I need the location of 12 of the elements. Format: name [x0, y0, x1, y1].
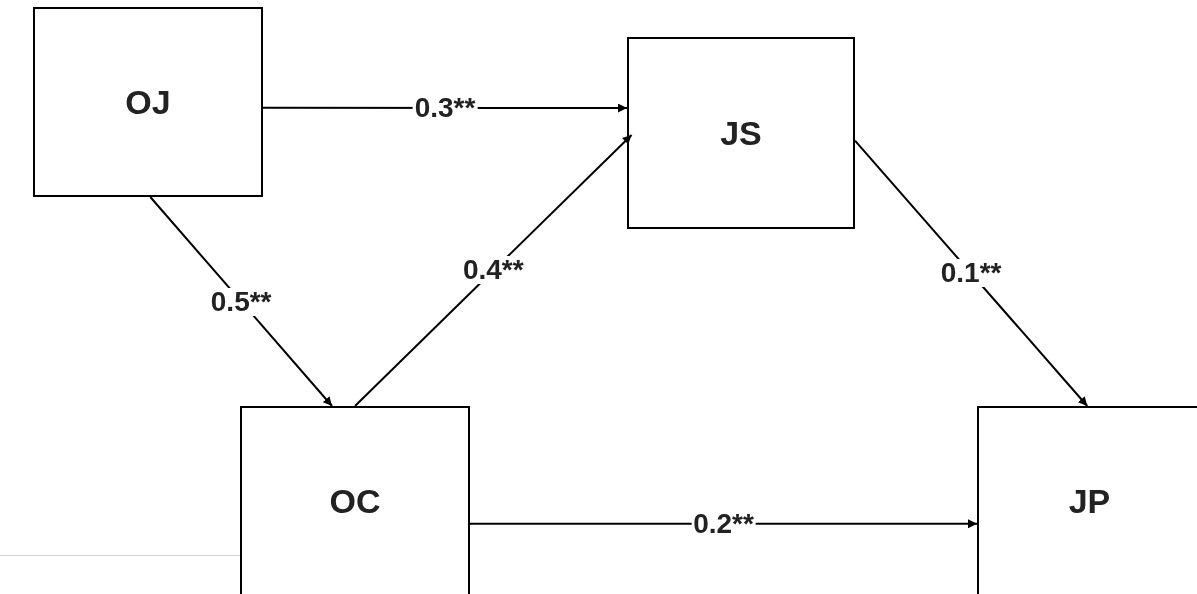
variable-name: JS: [720, 112, 762, 154]
arrow: [354, 133, 633, 407]
variable-box: [240, 406, 470, 594]
variable-box: [33, 7, 263, 197]
variable-name: OC: [329, 480, 381, 522]
variable-box: [627, 37, 855, 229]
variable-name: OJ: [125, 81, 171, 123]
path-coefficient: 0.1**: [938, 259, 1004, 288]
variable-box: [977, 406, 1197, 594]
arrow: [854, 139, 1089, 407]
variable-name: JP: [1068, 480, 1111, 522]
path-coefficient: 0.5**: [208, 287, 274, 316]
